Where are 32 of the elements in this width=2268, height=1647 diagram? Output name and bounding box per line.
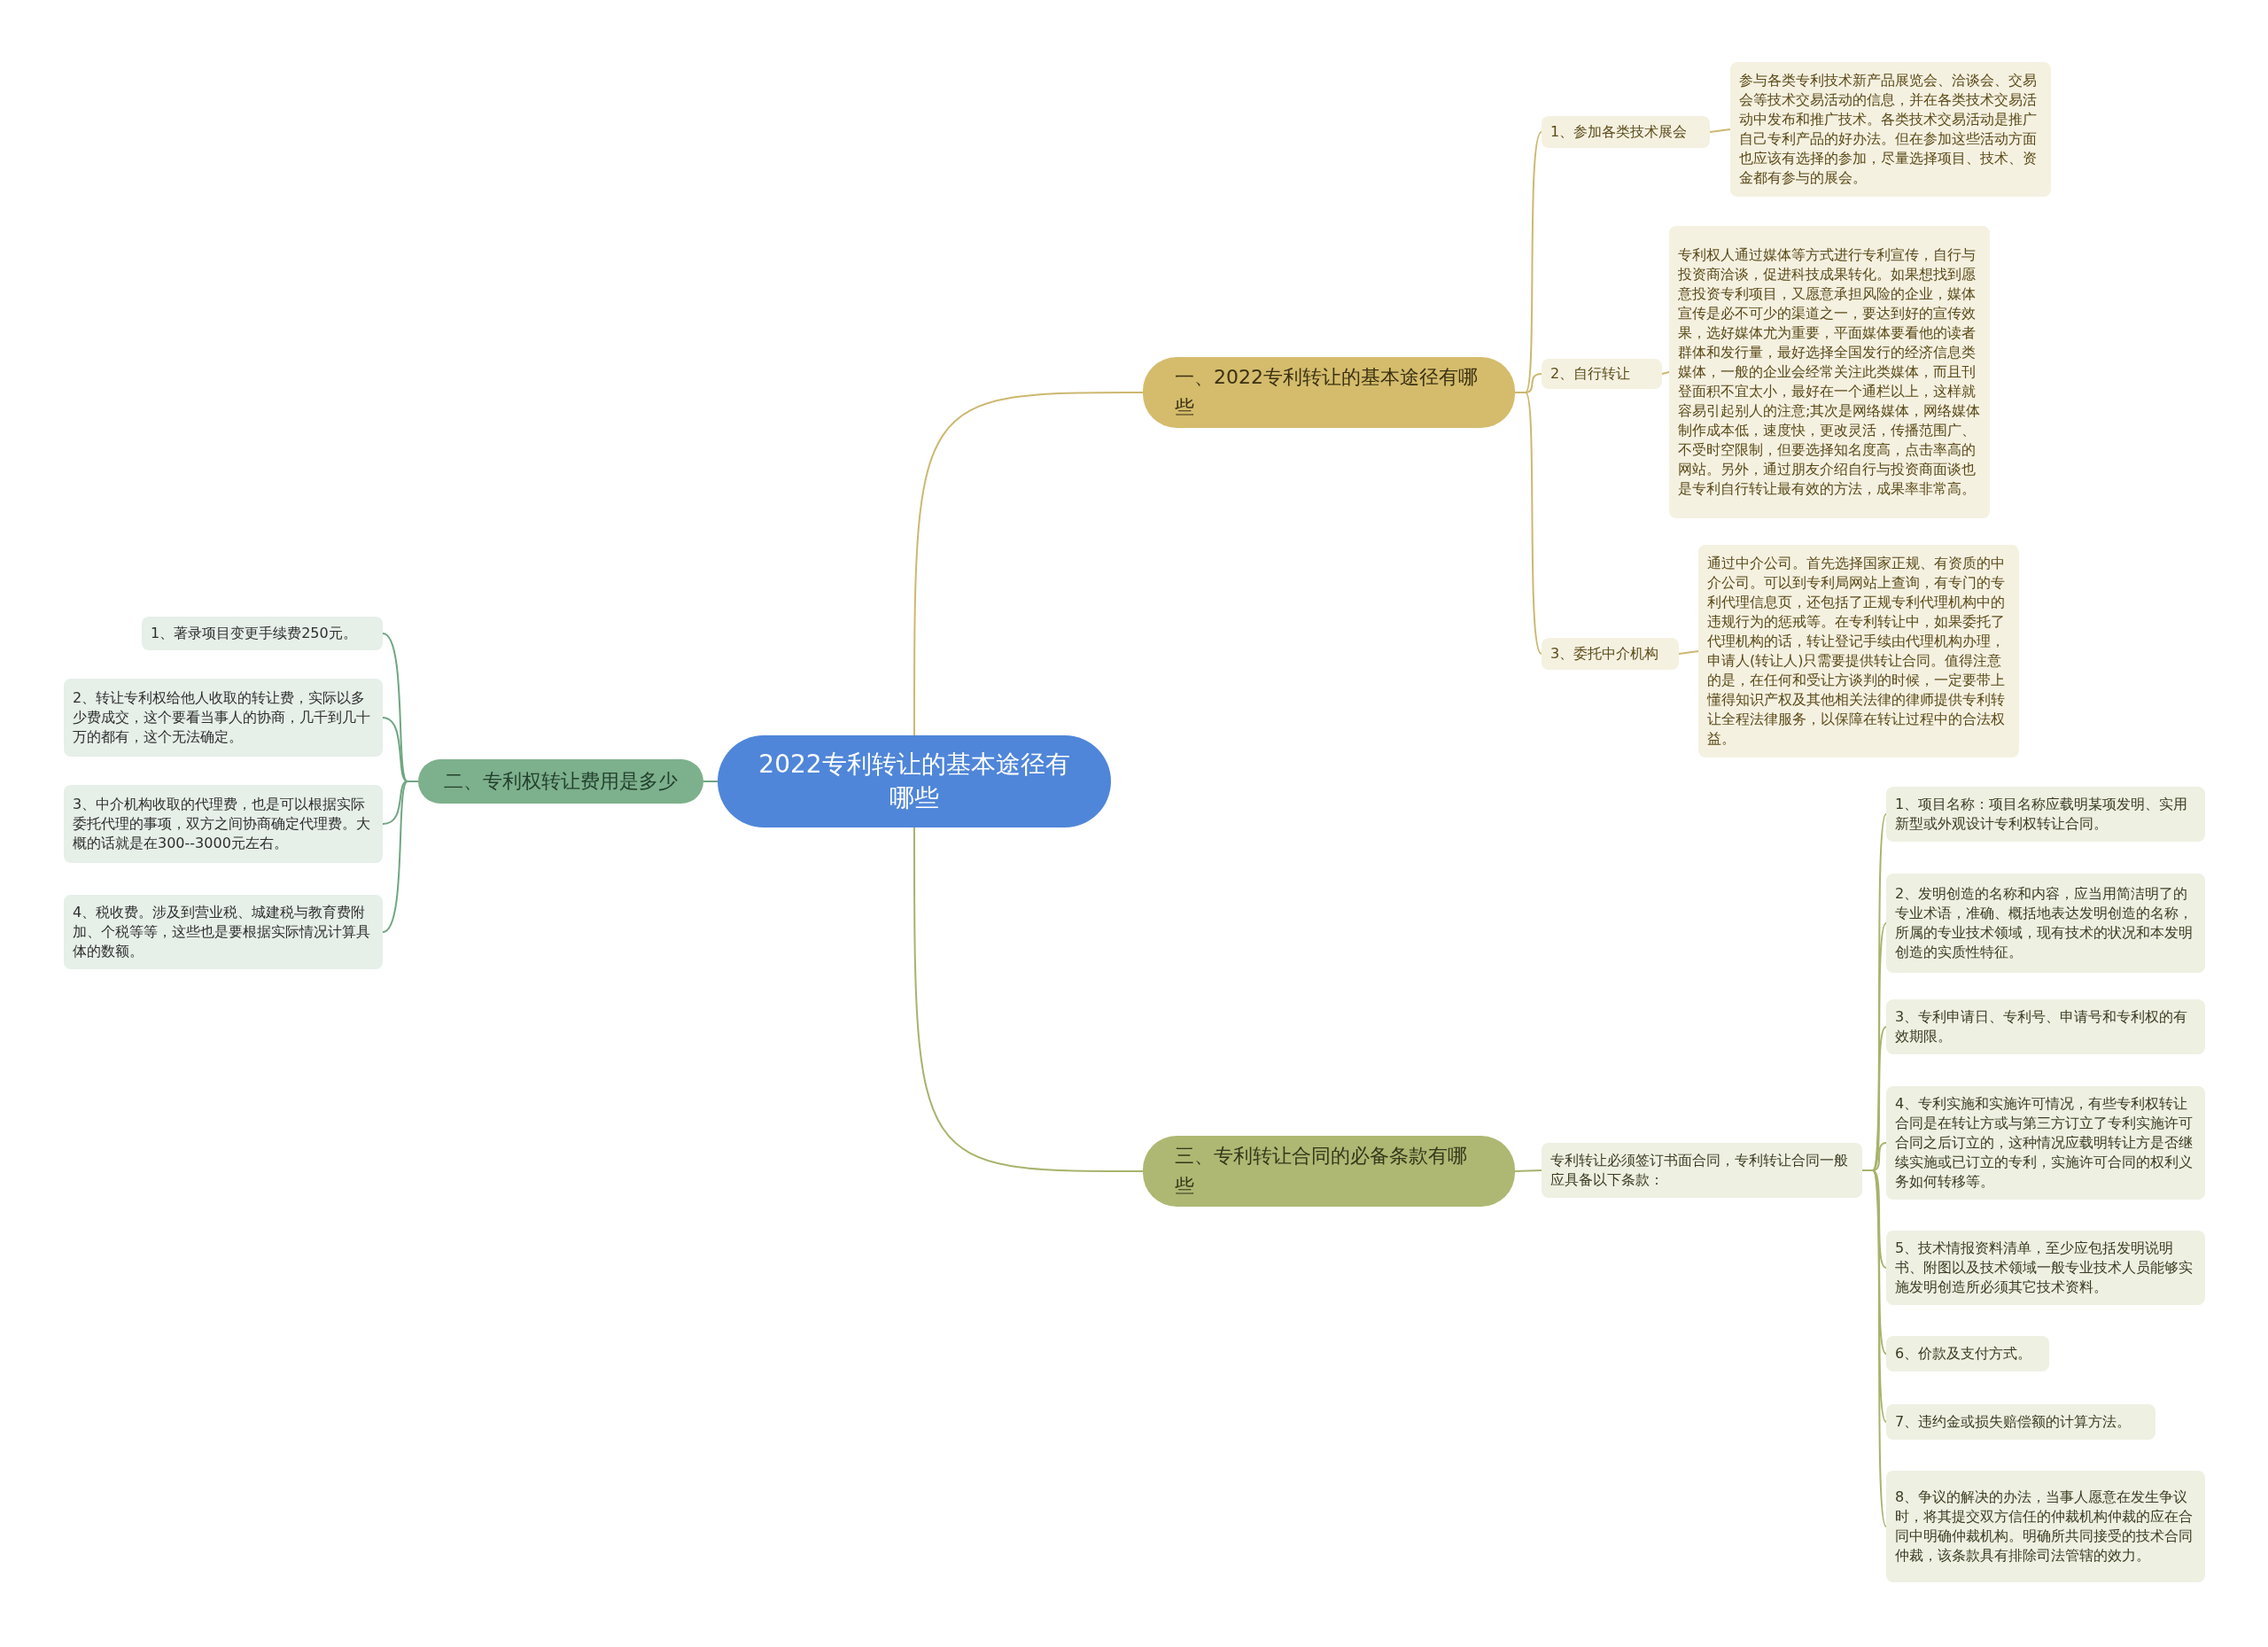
subtopic-label: 3、委托中介机构	[1542, 638, 1679, 670]
connector-line	[382, 781, 419, 933]
note-box: 5、技术情报资料清单，至少应包括发明说明书、附图以及技术领域一般专业技术人员能够实施发明创造所必须其它技术资料。	[1886, 1231, 2205, 1305]
connector-line	[1661, 371, 1670, 375]
connector-line	[703, 781, 718, 782]
note-box: 4、专利实施和实施许可情况，有些专利权转让合同是在转让方或与第三方订立了专利实施许可合同之后订立的，这种情况应载明转让方是否继续实施或已订立的专利，实施许可合同的权利义务如何转移等。	[1886, 1086, 2205, 1200]
central-topic: 2022专利转让的基本途径有哪些	[718, 735, 1111, 827]
note-box: 2、转让专利权给他人收取的转让费，实际以多少费成交，这个要看当事人的协商，几千到几十万的都有，这个无法确定。	[64, 679, 383, 757]
note-box: 参与各类专利技术新产品展览会、洽谈会、交易会等技术交易活动的信息，并在各类技术交易活动中发布和推广技术。各类技术交易活动是推广自己专利产品的好办法。但在参加这些活动方面也应该有选择的参加，尽量选择项目、技术、资金都有参与的展会。	[1730, 62, 2051, 197]
note-box: 专利转让必须签订书面合同，专利转让合同一般应具备以下条款：	[1542, 1143, 1862, 1198]
note-box: 7、违约金或损失赔偿额的计算方法。	[1886, 1404, 2155, 1440]
branch-topic: 三、专利转让合同的必备条款有哪些	[1143, 1136, 1515, 1207]
note-box: 6、价款及支付方式。	[1886, 1336, 2049, 1371]
subtopic-label: 1、参加各类技术展会	[1542, 116, 1710, 148]
connector-line	[913, 392, 1144, 736]
connector-line	[913, 827, 1144, 1172]
connector-line	[1514, 1169, 1542, 1172]
connector-line	[1678, 650, 1699, 655]
note-box: 1、著录项目变更手续费250元。	[142, 617, 383, 650]
note-box: 2、发明创造的名称和内容，应当用简洁明了的专业术语，准确、概括地表达发明创造的名称，所属的专业技术领域，现有技术的状况和本发明创造的实质性特征。	[1886, 874, 2205, 973]
note-box: 3、专利申请日、专利号、申请号和专利权的有效期限。	[1886, 999, 2205, 1054]
connector-line	[1709, 128, 1731, 133]
subtopic-label: 2、自行转让	[1542, 359, 1662, 389]
note-box: 8、争议的解决的办法，当事人愿意在发生争议时，将其提交双方信任的仲裁机构仲裁的应在合同中明确仲裁机构。明确所共同接受的技术合同仲裁，该条款具有排除司法管辖的效力。	[1886, 1471, 2205, 1582]
note-box: 专利权人通过媒体等方式进行专利宣传，自行与投资商洽谈，促进科技成果转化。如果想找到愿意投资专利项目，又愿意承担风险的企业，媒体宣传是必不可少的渠道之一，要达到好的宣传效果，选好媒体尤为重要，平面媒体要看他的读者群体和发行量，最好选择全国发行的经济信息类媒体，一般的企业会经常关注此类媒体，而且刊登面积不宜太小，最好在一个通栏以上，这样就容易引起别人的注意;其次是网络媒体，网络媒体制作成本低，速度快，更改灵活，传播范围广、不受时空限制，但要选择知名度高，点击率高的网站。另外，通过朋友介绍自行与投资商面谈也是专利自行转让最有效的方法，成果率非常高。	[1669, 226, 1990, 518]
note-box: 4、税收费。涉及到营业税、城建税与教育费附加、个税等等，这些也是要根据实际情况计算具体的数额。	[64, 895, 383, 969]
branch-topic: 一、2022专利转让的基本途径有哪些	[1143, 357, 1515, 428]
branch-topic: 二、专利权转让费用是多少	[418, 759, 703, 804]
note-box: 1、项目名称：项目名称应载明某项发明、实用新型或外观设计专利权转让合同。	[1886, 787, 2205, 842]
connector-line	[1514, 392, 1542, 655]
note-box: 通过中介公司。首先选择国家正规、有资质的中介公司。可以到专利局网站上查询，有专门的专利代理信息页，还包括了正规专利代理机构中的违规行为的惩戒等。在专利转让中，如果委托了代理机构的话，转让登记手续由代理机构办理，申请人(转让人)只需要提供转让合同。值得注意的是，在任何和受让方谈判的时候，一定要带上懂得知识产权及其他相关法律的律师提供专利转让全程法律服务，以保障在转让过程中的合法权益。	[1698, 545, 2019, 757]
note-box: 3、中介机构收取的代理费，也是可以根据实际委托代理的事项，双方之间协商确定代理费。大概的话就是在300--3000元左右。	[64, 785, 383, 863]
